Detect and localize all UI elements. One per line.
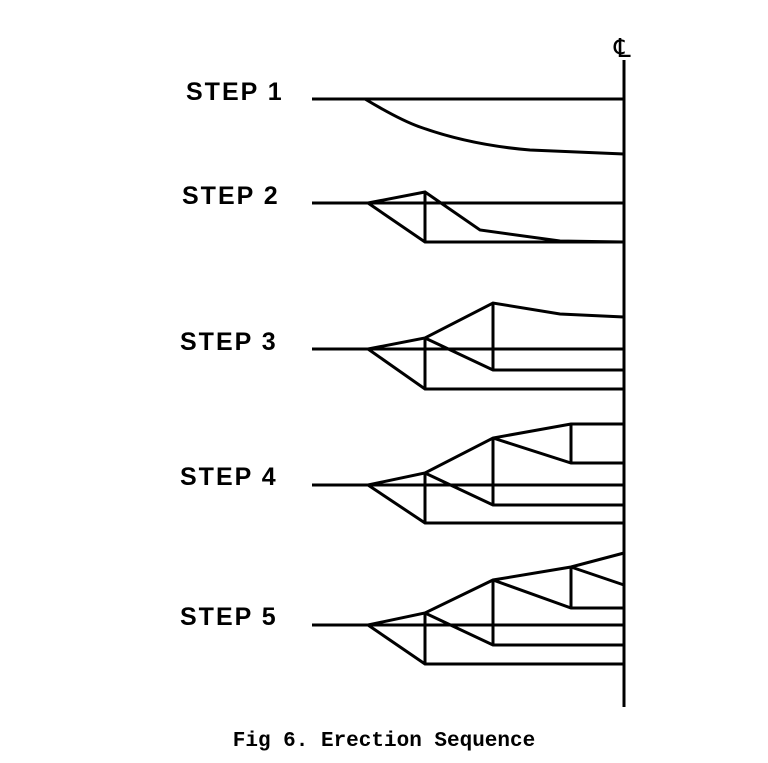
step-1-drawing — [312, 97, 625, 156]
step-3-drawing — [312, 301, 625, 391]
step-2-drawing — [312, 190, 625, 244]
step-5-label: STEP 5 — [180, 603, 278, 631]
step-4-label: STEP 4 — [180, 463, 278, 491]
step-2-label: STEP 2 — [182, 182, 280, 210]
step-3-label: STEP 3 — [180, 328, 278, 356]
step-4-drawing — [312, 422, 624, 525]
centerline-symbol: ℄ — [614, 34, 631, 63]
step-1-label: STEP 1 — [186, 78, 284, 106]
figure-caption: Fig 6. Erection Sequence — [232, 730, 536, 753]
step-5-drawing — [312, 551, 625, 666]
